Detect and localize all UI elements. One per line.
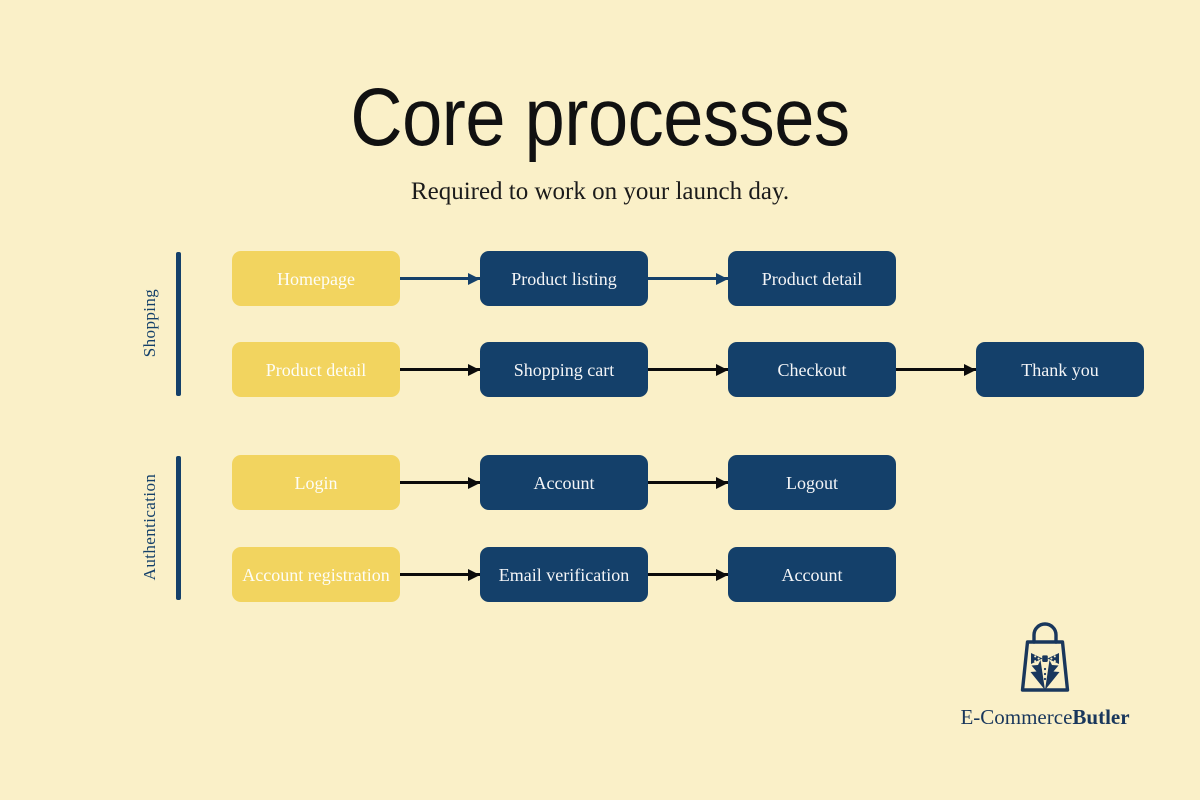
flow-node[interactable]: Logout xyxy=(728,455,896,510)
arrow-head xyxy=(716,476,728,489)
arrow-head xyxy=(468,363,480,376)
arrow-head xyxy=(468,476,480,489)
arrow-shaft xyxy=(400,277,480,280)
flow-arrow xyxy=(648,568,728,582)
flow-arrow xyxy=(896,363,976,377)
flow-arrow xyxy=(400,568,480,582)
flow-node[interactable]: Account registration xyxy=(232,547,400,602)
flow-node[interactable]: Product detail xyxy=(728,251,896,306)
flow-arrow xyxy=(648,272,728,286)
arrow-head xyxy=(468,568,480,581)
swimlane-label: Authentication xyxy=(140,473,159,581)
flow-arrow xyxy=(400,363,480,377)
flow-node[interactable]: Login xyxy=(232,455,400,510)
swimlane-label: Shopping xyxy=(140,288,159,358)
flow-node[interactable]: Checkout xyxy=(728,342,896,397)
page-title: Core processes xyxy=(350,72,850,163)
arrow-head xyxy=(716,568,728,581)
flow-node[interactable]: Shopping cart xyxy=(480,342,648,397)
brand-name: E-CommerceButler xyxy=(945,704,1145,730)
brand-logo: E-CommerceButler xyxy=(945,622,1145,730)
page-subtitle: Required to work on your launch day. xyxy=(410,178,790,205)
flow-row: Login Account Logout xyxy=(232,455,896,510)
swimlane-bar xyxy=(176,456,181,600)
flow-node[interactable]: Account xyxy=(480,455,648,510)
arrow-shaft xyxy=(896,368,976,371)
flow-node[interactable]: Product detail xyxy=(232,342,400,397)
brand-name-regular: E-Commerce xyxy=(960,705,1073,729)
arrow-shaft xyxy=(648,277,728,280)
arrow-shaft xyxy=(648,481,728,484)
flow-arrow xyxy=(648,476,728,490)
arrow-shaft xyxy=(400,481,480,484)
arrow-head xyxy=(716,363,728,376)
flow-node[interactable]: Email verification xyxy=(480,547,648,602)
flow-node[interactable]: Account xyxy=(728,547,896,602)
arrow-head xyxy=(716,272,728,285)
arrow-head xyxy=(468,272,480,285)
flow-arrow xyxy=(648,363,728,377)
flow-node[interactable]: Thank you xyxy=(976,342,1144,397)
flow-node[interactable]: Product listing xyxy=(480,251,648,306)
brand-name-bold: Butler xyxy=(1072,705,1130,729)
arrow-shaft xyxy=(400,573,480,576)
flow-row: Product detail Shopping cart Checkout Thank… xyxy=(232,342,1144,397)
flow-node[interactable]: Homepage xyxy=(232,251,400,306)
arrow-shaft xyxy=(648,368,728,371)
flow-row: Account registration Email verification Ac… xyxy=(232,547,896,602)
flow-arrow xyxy=(400,272,480,286)
flow-arrow xyxy=(400,476,480,490)
shopping-bag-bowtie-icon xyxy=(1009,622,1081,701)
flow-row: Homepage Product listing Product detail xyxy=(232,251,896,306)
arrow-shaft xyxy=(400,368,480,371)
swimlane-bar xyxy=(176,252,181,396)
arrow-head xyxy=(964,363,976,376)
arrow-shaft xyxy=(648,573,728,576)
